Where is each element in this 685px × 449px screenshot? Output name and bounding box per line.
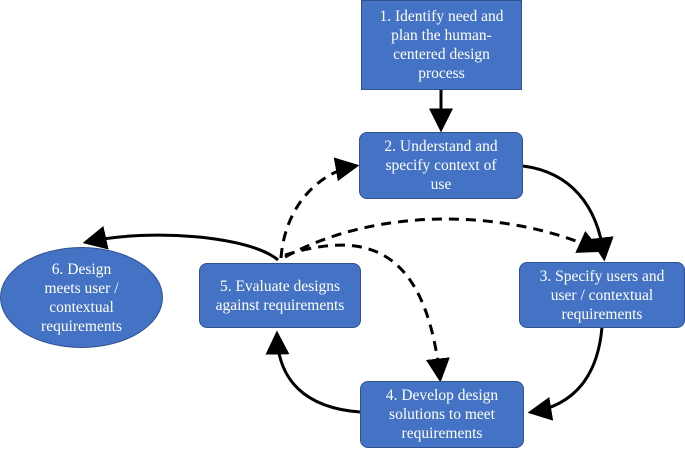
- step-4-label: 4. Develop design solutions to meet requ…: [385, 387, 499, 442]
- step-3-specify-requirements: 3. Specify users and user / contextual r…: [519, 262, 685, 328]
- step-6-label: 6. Design meets user / contextual requir…: [41, 260, 122, 335]
- step-1-identify-need: 1. Identify need and plan the human- cen…: [361, 0, 522, 90]
- step-1-label: 1. Identify need and plan the human- cen…: [379, 8, 504, 82]
- dashed-arrow-step5-to-step2: [279, 157, 360, 259]
- step-2-understand-context: 2. Understand and specify context of use: [359, 132, 523, 199]
- step-5-evaluate-designs: 5. Evaluate designs against requirements: [199, 263, 361, 328]
- step-5-label: 5. Evaluate designs against requirements: [215, 277, 345, 314]
- arrow-step3-to-step4: [527, 326, 604, 421]
- dashed-arrow-step5-to-step4: [284, 243, 450, 383]
- arrow-step5-to-step6: [82, 226, 279, 262]
- dashed-arrow-step5-to-step3: [284, 217, 603, 259]
- step-3-label: 3. Specify users and user / contextual r…: [539, 267, 665, 323]
- arrow-step4-to-step5: [265, 330, 361, 414]
- step-6-design-meets-requirements: 6. Design meets user / contextual requir…: [0, 247, 163, 348]
- step-2-label: 2. Understand and specify context of use: [384, 138, 498, 193]
- step-4-develop-solutions: 4. Develop design solutions to meet requ…: [360, 381, 524, 448]
- arrow-step2-to-step3: [522, 164, 614, 262]
